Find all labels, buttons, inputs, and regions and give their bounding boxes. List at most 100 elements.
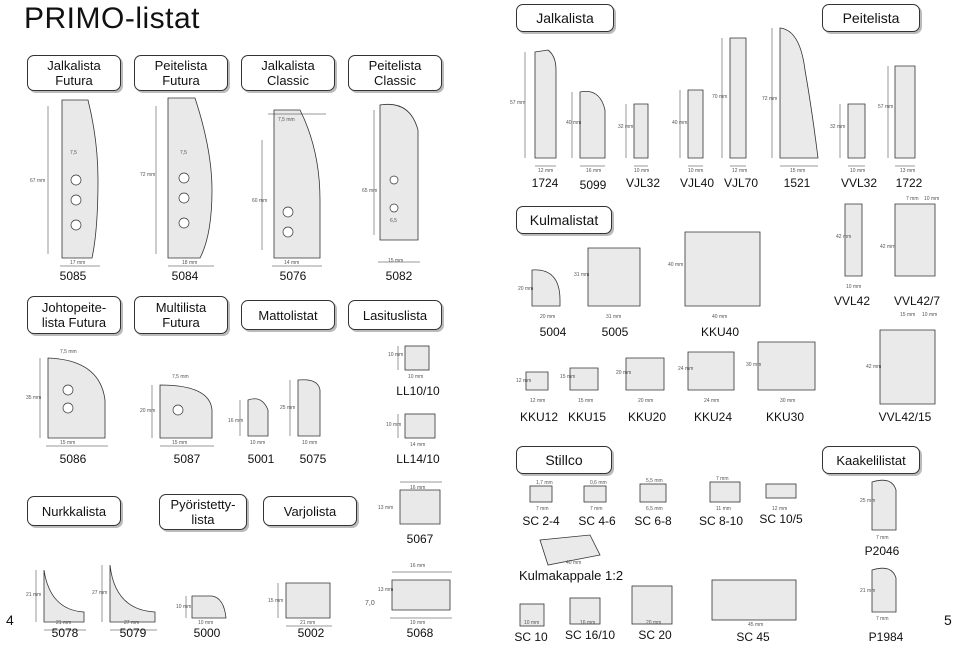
profile-vjl40 [687, 89, 704, 159]
code-p1984: P1984 [868, 630, 904, 644]
profile-5001 [247, 398, 269, 437]
profile-1521 [779, 27, 819, 159]
profile-5067 [399, 489, 441, 525]
dim: 7 mm [590, 506, 603, 512]
profile-5000 [191, 595, 227, 619]
cat-line2: lista Futura [41, 315, 107, 330]
dim: 40 mm [566, 120, 582, 126]
dim: 7,5 mm [278, 117, 295, 123]
dim: 15 mm [60, 440, 76, 446]
code-5079: 5079 [119, 626, 147, 640]
code-1722: 1722 [895, 176, 923, 190]
code-vvl32: VVL32 [840, 176, 878, 190]
dim: 57 mm [510, 100, 526, 106]
dim: 12 mm [772, 506, 788, 512]
dim: 1,7 mm [536, 480, 553, 486]
code-ll10-10: LL10/10 [396, 384, 440, 398]
cat-varjolista: Varjolista [263, 496, 357, 526]
code-sc-8-10: SC 8-10 [698, 514, 744, 528]
profile-kku15 [569, 367, 599, 391]
dim: 21 mm [56, 620, 72, 626]
code-vjl32: VJL32 [625, 176, 661, 190]
dim: 7,0 [365, 600, 375, 607]
code-kku24: KKU24 [693, 410, 733, 424]
dim: 15 mm [578, 398, 594, 404]
code-5084: 5084 [171, 269, 199, 283]
dim: 18 mm [182, 260, 198, 266]
section-kaakelilistat: Kaakelilistat [822, 446, 920, 474]
dim: 60 mm [252, 198, 268, 204]
cat-lasituslista: Lasituslista [348, 300, 442, 330]
dim: 14 mm [410, 442, 426, 448]
dim: 70 mm [712, 94, 728, 100]
dim: 10 mm [634, 168, 650, 174]
cat-pyoristettylista: Pyöristetty-lista [159, 494, 247, 530]
code-5087: 5087 [173, 452, 201, 466]
code-5000: 5000 [193, 626, 221, 640]
page-number-right: 5 [944, 612, 952, 628]
dim: 10 mm [408, 374, 424, 380]
profile-kku20 [625, 357, 665, 391]
section-jalkalista: Jalkalista [516, 4, 614, 32]
profile-kku30 [757, 341, 816, 391]
dim: 45 mm [748, 622, 764, 628]
dim: 7 mm [876, 535, 889, 541]
dim: 21 mm [860, 588, 876, 594]
dim: 25 mm [280, 405, 296, 411]
profile-sc20 [631, 585, 673, 625]
dim: 10 mm [388, 352, 404, 358]
profile-p1984 [871, 567, 897, 613]
dim: 20 mm [140, 408, 156, 414]
profile-ll10-10 [404, 345, 430, 371]
code-sc-10: SC 10 [514, 630, 548, 644]
profile-vvl42-15 [879, 329, 936, 405]
dim: 30 mm [746, 362, 762, 368]
cat-line1: Nurkkalista [41, 503, 107, 519]
dim: 16 mm [580, 620, 596, 626]
profile-5079 [109, 564, 156, 623]
dim: 7 mm [536, 506, 549, 512]
dim: 0,6 mm [590, 480, 607, 486]
profile-sc810 [709, 481, 741, 503]
dim: 14 mm [284, 260, 300, 266]
dim: 27 mm [92, 590, 108, 596]
dim: 25 mm [860, 498, 876, 504]
hdr-line1: Peitelista [368, 58, 422, 73]
profile-kulmakappale [539, 534, 601, 566]
code-5078: 5078 [51, 626, 79, 640]
code-sc-6-8: SC 6-8 [634, 514, 672, 528]
code-kku40: KKU40 [700, 325, 740, 339]
profile-5075 [297, 379, 321, 437]
code-sc-16-10: SC 16/10 [564, 628, 616, 642]
profile-sc10 [519, 603, 545, 627]
dim: 67 mm [30, 178, 46, 184]
dim: 15 mm [268, 598, 284, 604]
profile-vvl32 [847, 103, 866, 159]
profile-vjl70 [729, 37, 747, 159]
profile-5082 [379, 103, 419, 241]
profile-5005 [587, 247, 641, 307]
code-5067: 5067 [406, 532, 434, 546]
code-vvl42: VVL42 [833, 294, 871, 308]
cat-line1: Multilista [155, 300, 207, 315]
left-profile-drawings [35, 97, 452, 631]
hdr-line1: Jalkalista [261, 58, 315, 73]
dim: 16 mm [586, 168, 602, 174]
dim: 10 mm [524, 620, 540, 626]
code-5085: 5085 [59, 269, 87, 283]
code-sc-2-4: SC 2-4 [522, 514, 560, 528]
dim: 6,5 mm [646, 506, 663, 512]
code-5076: 5076 [279, 269, 307, 283]
dim: 35 mm [26, 395, 42, 401]
profile-ll14-10 [404, 413, 436, 439]
code-1521: 1521 [783, 176, 811, 190]
cat-line2: lista [191, 512, 215, 527]
hdr-line2: Classic [267, 73, 309, 88]
code-sc-45: SC 45 [736, 630, 770, 644]
dim: 65 mm [362, 188, 378, 194]
cat-mattolistat: Mattolistat [241, 300, 335, 330]
dim: 57 mm [878, 104, 894, 110]
